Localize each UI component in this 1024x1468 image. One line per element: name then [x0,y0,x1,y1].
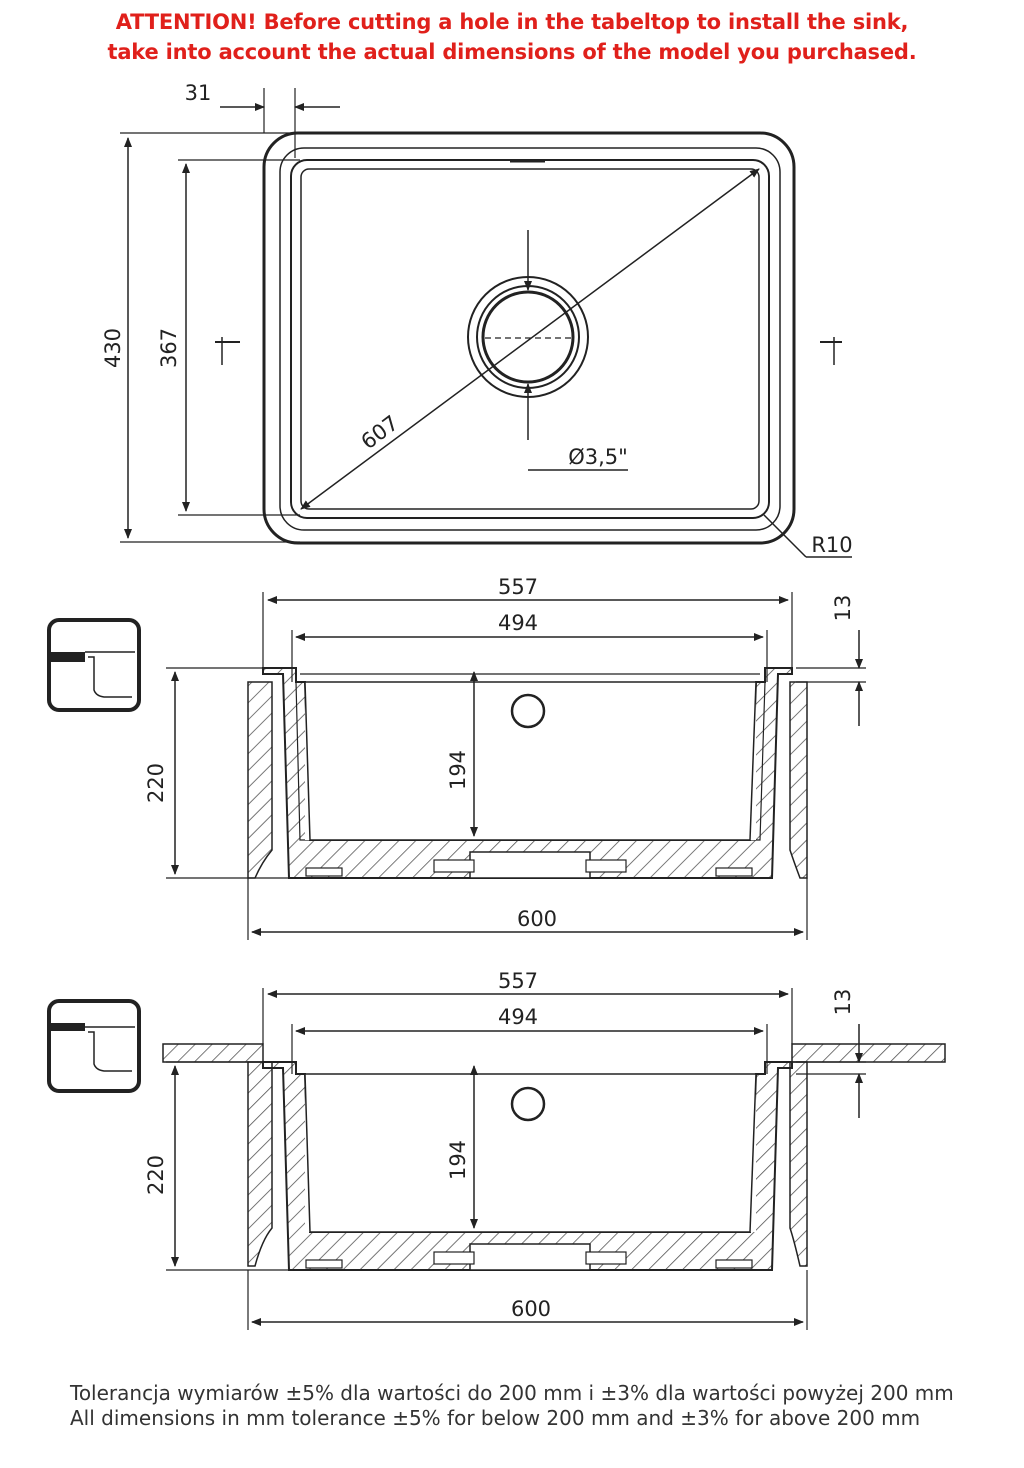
section-flushmount-icon [47,999,141,1093]
tolerance-note-en: All dimensions in mm tolerance ±5% for b… [70,1406,921,1430]
overflow-hole [510,693,546,729]
section-flushmount-labels: 557 494 13 220 194 600 [144,969,855,1321]
drain-cut [469,851,591,879]
dim-label-600: 600 [517,907,557,931]
sink-outer-outline [262,131,796,545]
dim-label-220-2: 220 [144,1155,168,1195]
dim-label-13-2: 13 [831,989,855,1016]
drain-mid-ring [476,285,580,389]
dim-diagonal-label: 607 [357,411,403,454]
diagonal-dimension-line [300,168,760,510]
cabinet-wall-left-2 [247,1061,273,1267]
dim-label-557: 557 [498,575,538,599]
radius-leader [763,514,807,558]
cabinet-wall-right [789,681,808,879]
section-undermount-icon [47,618,141,712]
warning-line-2: take into account the actual dimensions … [107,40,917,64]
warning-line-1: ATTENTION! Before cutting a hole in the … [115,10,909,34]
section-undermount [166,592,866,940]
dim-inner-height-label: 367 [157,328,181,368]
dim-outer-height-label: 430 [101,328,125,368]
cabinet-wall-right-2 [789,1061,808,1267]
cabinet-wall-left [247,681,273,879]
dim-drain-label: Ø3,5" [568,445,628,469]
countertop-right [791,1043,946,1063]
dim-label-557-2: 557 [498,969,538,993]
dim-label-13: 13 [831,595,855,622]
dim-label-220: 220 [144,763,168,803]
dim-label-194-2: 194 [446,1140,470,1180]
dim-label-194: 194 [446,750,470,790]
drain-inner-ring [481,290,575,384]
countertop-left [162,1043,264,1063]
dim-label-600-2: 600 [511,1297,551,1321]
dim-label-494: 494 [498,611,538,635]
overflow-hole-2 [510,1086,546,1122]
tolerance-note-pl: Tolerancja wymiarów ±5% dla wartości do … [70,1381,954,1405]
dim-label-494-2: 494 [498,1005,538,1029]
sink-flange-line [279,147,781,531]
section-undermount-labels: 557 494 13 220 194 600 [144,575,855,931]
top-view-labels: 31 430 367 607 Ø3,5" R10 [101,81,853,557]
dim-flange-label: 31 [185,81,212,105]
drain-outer-ring [467,276,589,398]
top-view [120,88,852,558]
section-flushmount [162,988,946,1330]
dim-radius-label: R10 [811,533,852,557]
